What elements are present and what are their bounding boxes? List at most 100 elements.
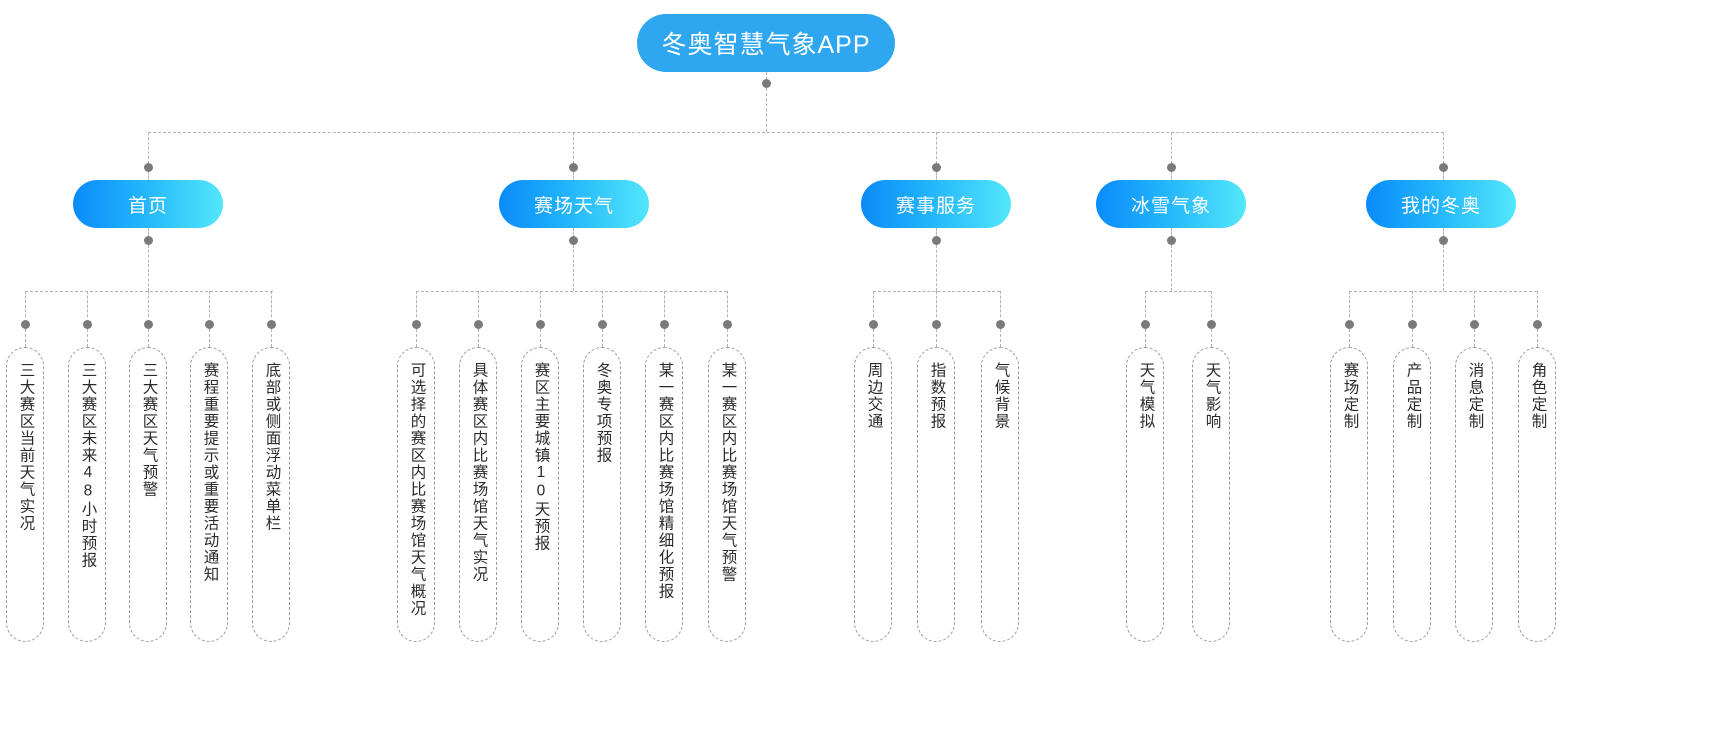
branch4-leaf-drop-1: [1412, 291, 1413, 317]
leaf-node[interactable]: 底部或侧面浮动菜单栏: [252, 347, 290, 642]
level2-drop-4b: [1443, 172, 1444, 182]
leaf-node[interactable]: 冬奥专项预报: [583, 347, 621, 642]
branch2-leaf-dot-2: [996, 320, 1005, 329]
leaf-node[interactable]: 赛程重要提示或重要活动通知: [190, 347, 228, 642]
branch4-leaf-dot-0: [1345, 320, 1354, 329]
leaf-node[interactable]: 赛区主要城镇10天预报: [521, 347, 559, 642]
leaf-label: 可选择的赛区内比赛场馆天气概况: [408, 362, 426, 617]
branch2-leaf-dot-0: [869, 320, 878, 329]
branch0-leaf-dot-3: [205, 320, 214, 329]
branch1-leaf-drop-2: [540, 291, 541, 317]
leaf-node[interactable]: 产品定制: [1393, 347, 1431, 642]
leaf-node[interactable]: 天气模拟: [1126, 347, 1164, 642]
branch2-leaf-drop-0b: [873, 329, 874, 347]
leaf-node[interactable]: 三大赛区天气预警: [129, 347, 167, 642]
branch0-leaf-drop-1: [87, 291, 88, 317]
branch0-leaf-drop-1b: [87, 329, 88, 347]
branch1-leaf-drop-1b: [478, 329, 479, 347]
leaf-label: 赛程重要提示或重要活动通知: [201, 362, 219, 583]
branch2-leaf-drop-2b: [1000, 329, 1001, 347]
branch1-leaf-dot-1: [474, 320, 483, 329]
branch4-leaf-drop-1b: [1412, 329, 1413, 347]
branch1-bus: [416, 291, 727, 292]
leaf-label: 某一赛区内比赛场馆天气预警: [719, 362, 737, 583]
level2-drop-1: [573, 132, 574, 164]
branch1-leaf-drop-0: [416, 291, 417, 317]
branch1-stem: [573, 228, 574, 238]
branch1-leaf-dot-4: [660, 320, 669, 329]
branch0-leaf-drop-0b: [25, 329, 26, 347]
branch0-leaf-drop-4b: [271, 329, 272, 347]
branch3-leaf-drop-1: [1211, 291, 1212, 317]
branch1-leaf-drop-3b: [602, 329, 603, 347]
leaf-label: 赛场定制: [1341, 362, 1359, 430]
leaf-label: 具体赛区内比赛场馆天气实况: [470, 362, 488, 583]
level2-dot-4: [1439, 163, 1448, 172]
leaf-node[interactable]: 角色定制: [1518, 347, 1556, 642]
branch-node-label: 赛事服务: [895, 195, 976, 217]
branch1-leaf-drop-0b: [416, 329, 417, 347]
branch2-leaf-dot-1: [932, 320, 941, 329]
branch4-bus: [1349, 291, 1537, 292]
leaf-node[interactable]: 某一赛区内比赛场馆精细化预报: [645, 347, 683, 642]
root-node[interactable]: 冬奥智慧气象APP: [637, 14, 895, 72]
branch3-leaf-drop-0: [1145, 291, 1146, 317]
branch-node-shouye[interactable]: 首页: [73, 180, 223, 228]
leaf-node[interactable]: 某一赛区内比赛场馆天气预警: [708, 347, 746, 642]
branch3-leaf-drop-1b: [1211, 329, 1212, 347]
leaf-label: 赛区主要城镇10天预报: [532, 362, 550, 552]
branch2-leaf-drop-2: [1000, 291, 1001, 317]
leaf-node[interactable]: 周边交通: [854, 347, 892, 642]
branch-node-label: 我的冬奥: [1400, 195, 1481, 217]
branch1-stem-dot: [569, 236, 578, 245]
level2-drop-2: [936, 132, 937, 164]
branch4-leaf-dot-3: [1533, 320, 1542, 329]
branch3-stem-dot: [1167, 236, 1176, 245]
branch1-leaf-dot-3: [598, 320, 607, 329]
branch1-stem-lower: [573, 245, 574, 291]
branch0-stem-dot: [144, 236, 153, 245]
branch-node-saichangtianqi[interactable]: 赛场天气: [499, 180, 649, 228]
leaf-node[interactable]: 指数预报: [917, 347, 955, 642]
branch-node-wodedongao[interactable]: 我的冬奥: [1366, 180, 1516, 228]
branch3-leaf-drop-0b: [1145, 329, 1146, 347]
root-stem-dot: [762, 79, 771, 88]
branch0-leaf-drop-2: [148, 291, 149, 317]
leaf-label: 角色定制: [1529, 362, 1547, 430]
root-node-label: 冬奥智慧气象APP: [661, 31, 871, 59]
branch1-leaf-drop-1: [478, 291, 479, 317]
leaf-node[interactable]: 气候背景: [981, 347, 1019, 642]
branch0-leaf-drop-4: [271, 291, 272, 317]
branch0-bus: [25, 291, 273, 292]
branch-node-saishifuwu[interactable]: 赛事服务: [861, 180, 1011, 228]
branch4-leaf-drop-0b: [1349, 329, 1350, 347]
branch2-stem-lower: [936, 245, 937, 291]
leaf-node[interactable]: 天气影响: [1192, 347, 1230, 642]
leaf-label: 周边交通: [865, 362, 883, 430]
branch1-leaf-drop-5: [727, 291, 728, 317]
level2-dot-1: [569, 163, 578, 172]
leaf-node[interactable]: 消息定制: [1455, 347, 1493, 642]
branch2-leaf-drop-0: [873, 291, 874, 317]
branch0-leaf-dot-4: [267, 320, 276, 329]
level2-drop-1b: [573, 172, 574, 182]
level2-drop-0b: [148, 172, 149, 182]
leaf-label: 产品定制: [1404, 362, 1422, 430]
branch0-stem: [148, 228, 149, 238]
leaf-label: 冬奥专项预报: [594, 362, 612, 464]
level2-drop-4: [1443, 132, 1444, 164]
level2-drop-3: [1171, 132, 1172, 164]
root-stem: [766, 72, 767, 84]
branch1-leaf-drop-3: [602, 291, 603, 317]
branch-node-bingxueqixiang[interactable]: 冰雪气象: [1096, 180, 1246, 228]
leaf-node[interactable]: 三大赛区未来48小时预报: [68, 347, 106, 642]
branch2-leaf-drop-1b: [936, 329, 937, 347]
leaf-node[interactable]: 赛场定制: [1330, 347, 1368, 642]
branch1-leaf-drop-4b: [664, 329, 665, 347]
leaf-node[interactable]: 可选择的赛区内比赛场馆天气概况: [397, 347, 435, 642]
leaf-label: 三大赛区天气预警: [140, 362, 158, 498]
level2-drop-3b: [1171, 172, 1172, 182]
leaf-node[interactable]: 具体赛区内比赛场馆天气实况: [459, 347, 497, 642]
leaf-node[interactable]: 三大赛区当前天气实况: [6, 347, 44, 642]
